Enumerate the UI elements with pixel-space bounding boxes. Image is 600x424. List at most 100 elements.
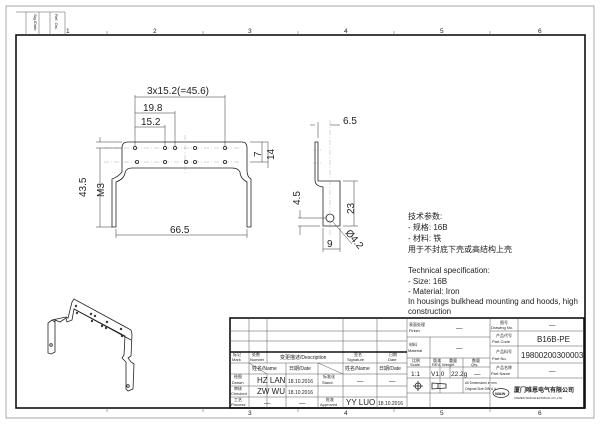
qty-en: Qty. (471, 362, 478, 367)
company-name-en: XIAMEN WAIN ELECTRICAL CO.,LTD (514, 396, 562, 400)
spec-en-size: - Size: 16B (408, 277, 447, 286)
dim-14: 14 (266, 148, 277, 160)
dim-9: 9 (327, 239, 333, 250)
mark-en: Mark (232, 357, 241, 362)
part-no-value: 19800200300003 (521, 351, 584, 360)
spec-en-title: Technical specification: (408, 266, 490, 275)
date-en: Date (388, 357, 397, 362)
part-code-cn: 产品代号 (496, 332, 512, 338)
part-no-cn: 产品料号 (496, 348, 512, 354)
signature-en: Signature (347, 357, 365, 362)
date-header-2: 日期/Date (379, 366, 401, 372)
qty-value: — (474, 371, 481, 378)
scale-en: Scale (410, 362, 421, 367)
stand-name: — (357, 378, 364, 385)
part-no-en: Part No. (492, 356, 507, 361)
dim-6.5: 6.5 (343, 116, 357, 127)
col-4-bottom: 4 (344, 410, 348, 417)
name-header-2: 姓名/Name (345, 365, 370, 372)
part-name-value: — (549, 368, 556, 375)
dim-3x15.2: 3x15.2(=45.6) (147, 86, 209, 97)
description-header: 变更描述/Description (280, 354, 327, 361)
number-cn: 处数 (252, 351, 260, 357)
checked-cn: 审核 (234, 385, 242, 391)
approved-date: 18.10.2016 (378, 401, 403, 407)
signature-cn: 签名 (354, 351, 362, 357)
material-cn: 材料 (409, 341, 417, 347)
units-note: All Dimensions in mm (465, 381, 497, 385)
side-view: 6.5 4.5 23 9 Ø4.2 (292, 116, 365, 252)
logo-text: WAIN (495, 391, 506, 396)
corner-table: Sig./Date Ref. Ost. (16, 11, 66, 35)
outer-border (5, 5, 595, 419)
col-6: 6 (538, 28, 542, 35)
spec-cn-title: 技术参数: (408, 211, 442, 221)
col-5-bottom: 5 (440, 410, 444, 417)
front-view: 3x15.2(=45.6) 19.8 15.2 66.5 43.5 M3 7 1… (78, 86, 277, 238)
dim-m3: M3 (96, 183, 107, 197)
spec-en-usage-2: construction (408, 307, 451, 316)
material-value: — (456, 345, 463, 352)
spec-cn-material: - 材料: 铁 (408, 233, 441, 243)
finish-value: — (456, 325, 463, 332)
spec-en-material: - Material: Iron (408, 287, 460, 296)
process-cn: 工艺 (234, 397, 242, 402)
technical-specification: 技术参数: - 规格: 16B - 材料: 铁 用于不封底下壳或高结构上壳 Te… (408, 211, 578, 316)
part-name-cn: 产品名称 (496, 364, 512, 370)
number-en: Number (250, 357, 265, 362)
column-markers: 1 2 3 4 5 6 3 4 5 6 (66, 28, 542, 417)
col-6-bottom: 6 (538, 410, 542, 417)
weight-cn: 重量 (449, 357, 457, 363)
approved-name: YY LUO (346, 398, 375, 407)
col-1: 1 (66, 28, 70, 35)
corner-ref: Ref. Ost. (54, 14, 59, 30)
approved-cn: 批准 (326, 396, 334, 402)
dim-23: 23 (346, 202, 357, 214)
dim-7: 7 (253, 151, 264, 157)
dim-4.5: 4.5 (292, 191, 303, 205)
process-name: — (264, 400, 271, 407)
spec-en-usage: In housings bulkhead mounting and hoods,… (408, 297, 578, 306)
checked-date: 18.10.2016 (288, 390, 313, 396)
qty-cn: 数量 (472, 357, 480, 363)
col-3: 3 (248, 28, 252, 35)
process-en: Process (231, 402, 245, 407)
finish-en: Finish (409, 328, 420, 333)
company-name-cn: 厦门唯恩电气有限公司 (514, 386, 574, 394)
drawn-en: Drawn (232, 380, 244, 385)
drawing-no-value: — (549, 322, 556, 329)
drawn-date: 18.10.2016 (288, 379, 313, 385)
part-code-value: B16B-PE (537, 335, 570, 344)
col-4: 4 (344, 28, 348, 35)
scale-cn: 比例 (412, 357, 420, 363)
spec-cn-usage: 用于不封底下壳或高结构上壳 (408, 244, 512, 254)
stand-en: Stand. (322, 380, 334, 385)
drawn-name: HZ LAN (257, 376, 286, 385)
col-5: 5 (440, 28, 444, 35)
dim-19.8: 19.8 (143, 103, 163, 114)
dim-66.5: 66.5 (170, 225, 190, 236)
spec-cn-size: - 规格: 16B (408, 222, 448, 232)
rev-en: REV. (432, 362, 441, 367)
stand-date: — (389, 378, 396, 385)
rev-cn: 版本 (433, 357, 441, 363)
checked-en: Checked (231, 391, 247, 396)
dim-43.5: 43.5 (78, 177, 89, 197)
dim-15.2: 15.2 (141, 117, 161, 128)
title-block: 标记 Mark 处数 Number 变更描述/Description 签名 Si… (229, 317, 585, 409)
col-3-bottom: 3 (248, 410, 252, 417)
weight-en: Weight (442, 362, 455, 367)
projection-symbol-icon (413, 381, 447, 391)
process-date: — (299, 400, 306, 407)
scale-value: 1:1 (411, 371, 420, 378)
finish-cn: 表面处理 (409, 321, 425, 327)
checked-name: ZW WU (257, 387, 285, 396)
part-code-en: Part Code (492, 339, 511, 344)
rev-value: V1.0 (431, 371, 445, 378)
mark-cn: 标记 (233, 351, 241, 357)
material-en: Material (408, 348, 422, 353)
part-name-en: Part Name (491, 371, 511, 376)
dim-dia-4.2: Ø4.2 (343, 228, 366, 252)
name-header-1: 姓名/Name (252, 365, 277, 372)
stand-cn: 标准化 (323, 373, 335, 379)
